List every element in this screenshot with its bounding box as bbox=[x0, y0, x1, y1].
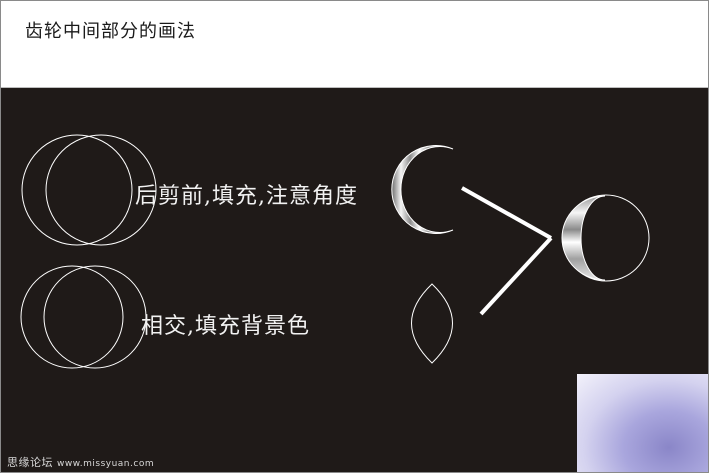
diagram-canvas: 后剪前,填充,注意角度 相交,填充背景色 bbox=[1, 88, 708, 472]
connector-line-top bbox=[461, 186, 552, 240]
result-shape bbox=[561, 194, 650, 282]
step2-label: 相交,填充背景色 bbox=[141, 314, 310, 339]
lens-shape bbox=[411, 283, 453, 364]
connector-line-bottom bbox=[479, 236, 553, 316]
step1-label: 后剪前,填充,注意角度 bbox=[135, 184, 358, 209]
circle-right-top bbox=[45, 134, 157, 246]
overlap-circles-top bbox=[21, 134, 157, 246]
circle-right-bottom bbox=[43, 265, 147, 369]
overlap-circles-bottom bbox=[20, 265, 147, 369]
site-watermark: 思缘论坛 www.missyuan.com bbox=[7, 454, 154, 470]
connector-lines bbox=[461, 186, 553, 316]
site-name: 思缘论坛 bbox=[7, 456, 53, 469]
circle-left-top bbox=[21, 134, 133, 246]
diagram-art bbox=[20, 134, 650, 369]
crescent-shape-top bbox=[391, 145, 454, 234]
watermark-glow bbox=[577, 374, 708, 472]
circle-left-bottom bbox=[20, 265, 124, 369]
header-panel: 齿轮中间部分的画法 bbox=[1, 1, 708, 88]
page-title: 齿轮中间部分的画法 bbox=[25, 21, 196, 42]
site-url: www.missyuan.com bbox=[57, 459, 155, 469]
result-crescent bbox=[561, 195, 606, 281]
